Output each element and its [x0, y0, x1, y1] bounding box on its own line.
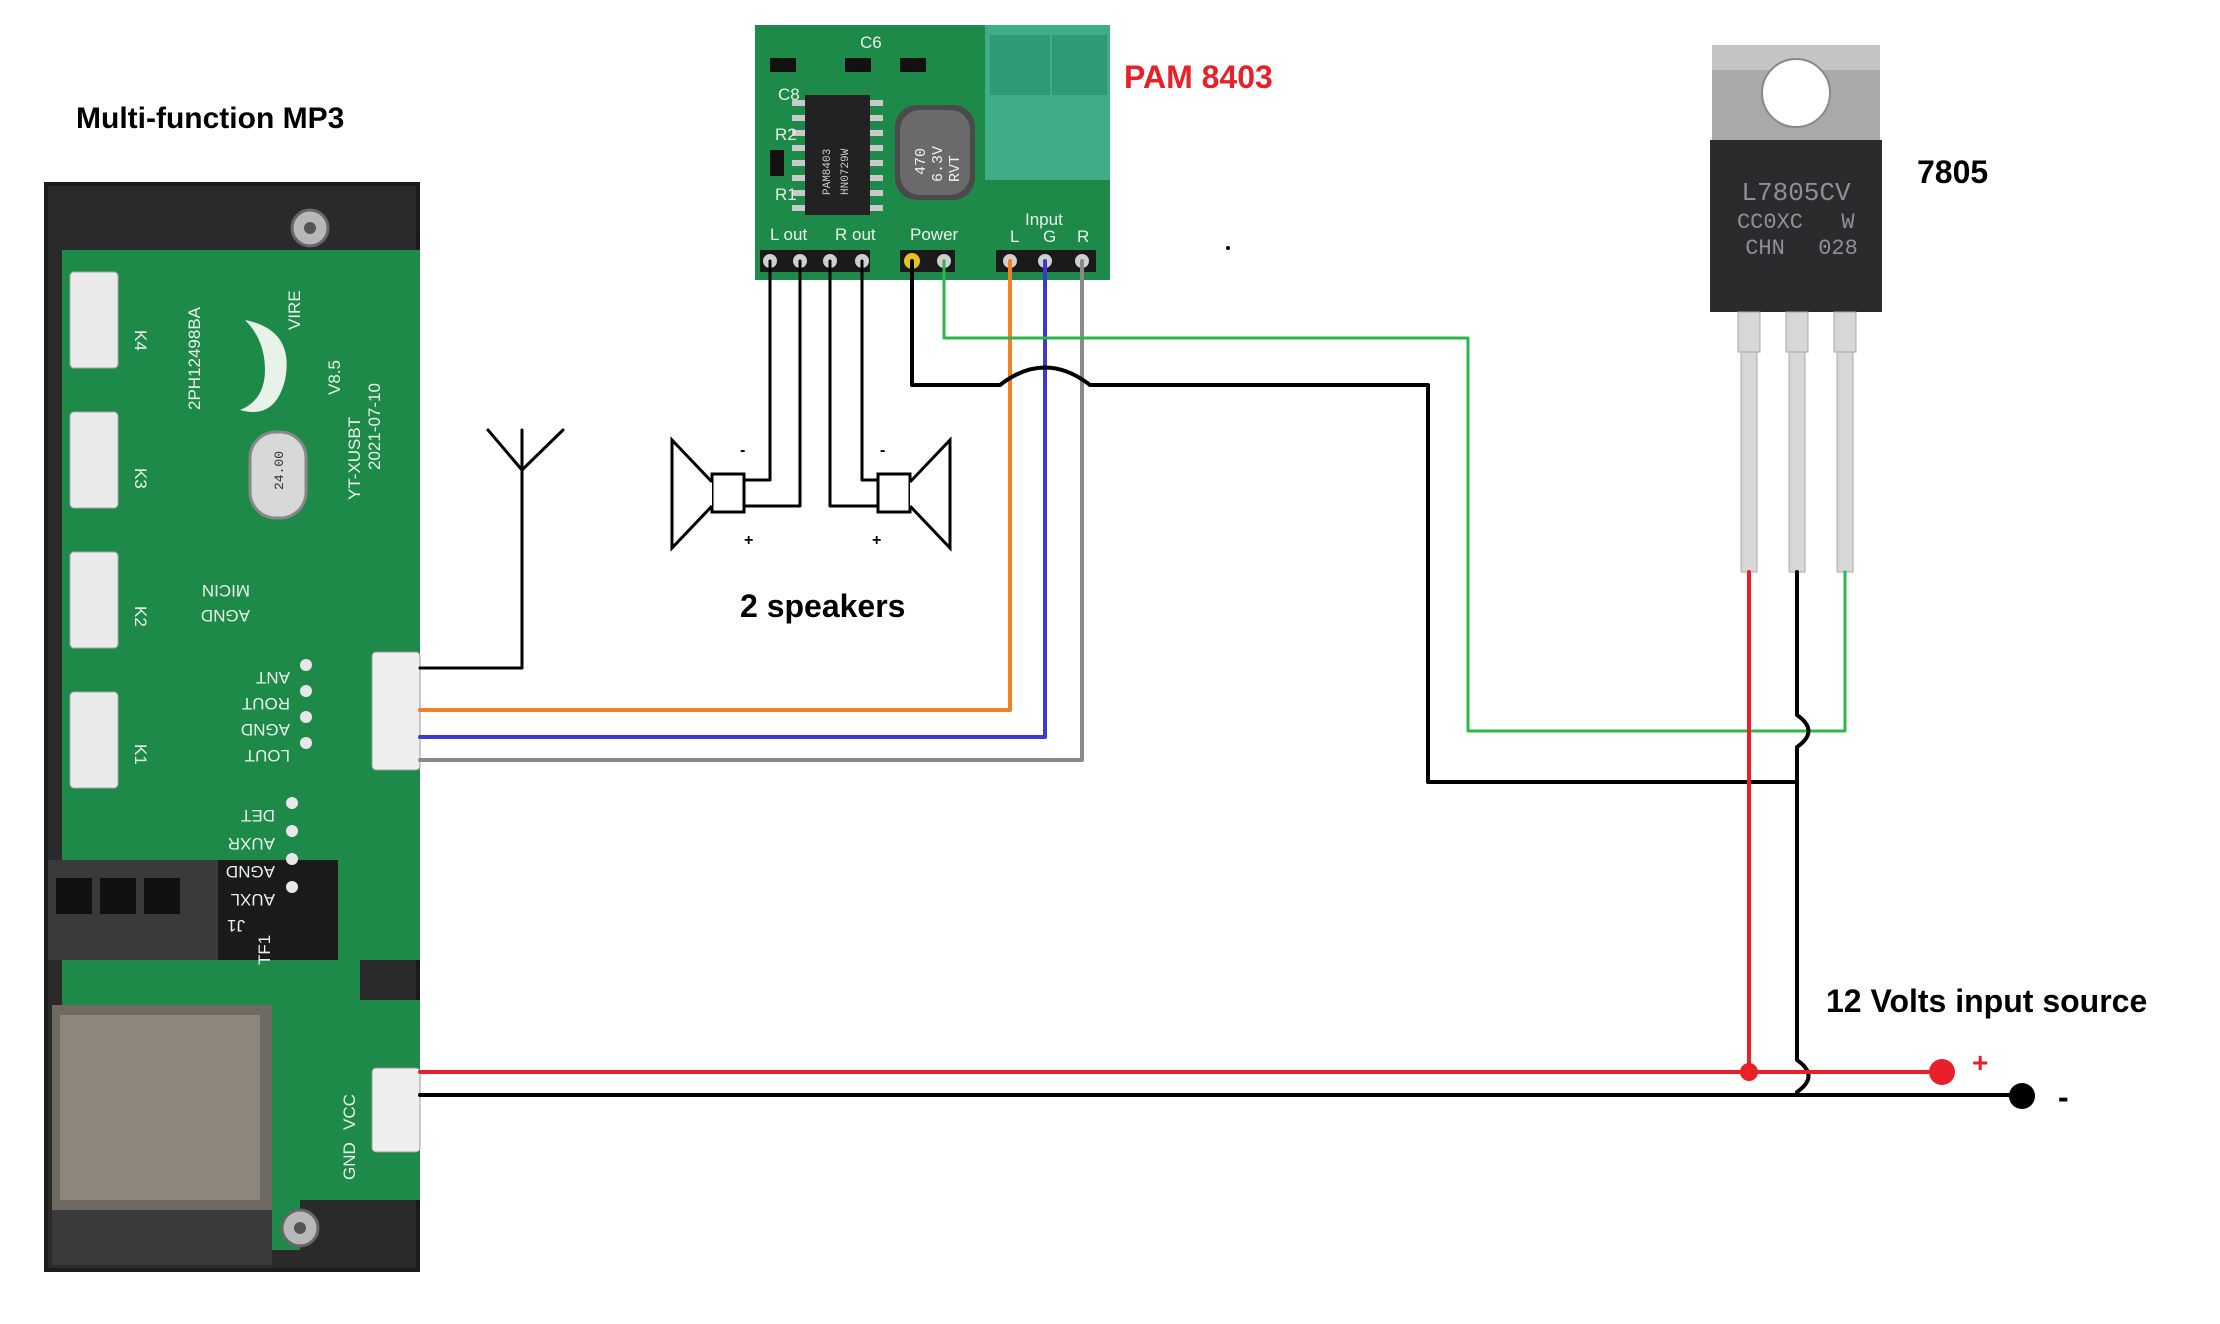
amp-pin-label-l: L	[1010, 227, 1019, 246]
regulator-marking-2: CC0XC	[1737, 210, 1803, 235]
amp-pin-label-input: Input	[1025, 210, 1063, 229]
pin-label-j1: J1	[227, 916, 245, 935]
cap-marking-series: RVT	[947, 155, 964, 182]
amp-pin-label-rout: R out	[835, 225, 876, 244]
connector-k4: K4	[69, 271, 150, 369]
board-date-marking: 2021-07-10	[365, 383, 384, 470]
wire-amp-5v-green	[942, 259, 1847, 733]
resistor-label-r2: R2	[775, 125, 797, 144]
ic-marking-2: HN0729W	[840, 148, 852, 195]
connector-k1: K1	[69, 691, 150, 789]
pin-label-agnd-aux: AGND	[226, 862, 275, 881]
board-version-marking: V8.5	[325, 360, 344, 395]
terminal-negative	[2009, 1083, 2035, 1109]
left-speaker: - +	[670, 436, 753, 552]
pin-label-agnd-audio: AGND	[241, 720, 290, 739]
board-brand-marking: VIRE	[285, 290, 304, 330]
regulator-title: 7805	[1917, 154, 1988, 190]
pin-label-agnd: AGND	[201, 606, 250, 625]
connector-label: K4	[131, 330, 150, 351]
pin-label-auxr: AUXR	[228, 834, 275, 853]
positive-sign: +	[1972, 1047, 1988, 1078]
connector-k2: K2	[69, 551, 150, 649]
wire-rout-orange	[418, 259, 1012, 712]
antenna-icon	[486, 428, 565, 472]
amp-pin-label-lout: L out	[770, 225, 807, 244]
power-header-connector	[371, 1067, 421, 1153]
pin-label-tf1: TF1	[255, 935, 274, 965]
resistor-label-c6: C6	[860, 33, 882, 52]
negative-sign: -	[2058, 1079, 2069, 1115]
right-speaker-plus-label: +	[872, 532, 881, 549]
voltage-regulator-7805: L7805CV CC0XC W CHN 028	[1710, 45, 1882, 573]
pin-label-micin: MICIN	[202, 581, 250, 600]
antenna-wire	[418, 468, 524, 670]
wires	[418, 259, 2035, 1109]
terminal-positive	[1929, 1059, 1955, 1085]
left-speaker-plus-label: +	[744, 532, 753, 549]
ic-marking: PAM8403	[822, 149, 834, 195]
wire-lout-gray	[418, 259, 1084, 762]
pin-label-vcc: VCC	[340, 1094, 359, 1130]
crystal-marking: 24.00	[272, 451, 287, 490]
power-source-label: 12 Volts input source	[1826, 983, 2147, 1019]
crystal-oscillator: 24.00	[248, 430, 308, 520]
connector-k3: K3	[69, 411, 150, 509]
board-code-marking: YT-XUSBT	[345, 417, 364, 500]
pin-label-auxl: AUXL	[231, 890, 275, 909]
pin-label-det: DET	[241, 806, 275, 825]
mp3-title: Multi-function MP3	[76, 102, 344, 135]
wire-left-speaker-plus	[740, 259, 802, 508]
capacitor: 470 6.3V RVT	[895, 105, 975, 200]
regulator-marking-3: W	[1841, 210, 1855, 235]
wire-agnd-blue	[418, 259, 1047, 739]
mp3-pads	[286, 659, 312, 893]
regulator-marking-1: L7805CV	[1741, 178, 1851, 208]
mp3-pin-labels: MICIN AGND ANT ROUT AGND LOUT DET AUXR A…	[201, 581, 359, 1180]
pin-label-lout: LOUT	[245, 746, 290, 765]
amp-title: PAM 8403	[1124, 59, 1273, 95]
regulator-marking-4: CHN	[1745, 236, 1785, 261]
junction-positive	[1740, 1063, 1758, 1081]
audio-header-connector	[371, 651, 421, 771]
wire-left-speaker-minus	[740, 259, 772, 482]
pin-label-ant: ANT	[256, 668, 290, 687]
amp-pin-label-g: G	[1043, 227, 1056, 246]
board-model-marking: 2PH12498BA	[185, 306, 204, 410]
wire-right-speaker-plus	[828, 259, 880, 508]
cap-marking-voltage: 6.3V	[930, 146, 947, 182]
amp-board: PAM8403 HN0729W 470 6.3V RVT C8 C6 R2	[755, 25, 1110, 280]
cap-marking-value: 470	[913, 148, 930, 175]
amp-pin-label-power: Power	[910, 225, 959, 244]
resistor-label-c8: C8	[778, 85, 800, 104]
wire-amp-ground	[910, 259, 1798, 784]
regulator-marking-5: 028	[1818, 236, 1858, 261]
stray-dot	[1226, 246, 1230, 250]
right-speaker-minus-label: -	[880, 442, 885, 459]
board-logo: 2PH12498BA VIRE V8.5 YT-XUSBT 2021-07-10	[185, 290, 384, 500]
connector-label: K1	[131, 744, 150, 765]
wire-regulator-ground	[1795, 570, 1811, 1094]
mp3-board: K4 K3 K2 K1 2PH12498BA VIRE V8.5 YT-XUSB…	[44, 182, 421, 1272]
wire-right-speaker-minus	[860, 259, 880, 482]
left-speaker-minus-label: -	[740, 442, 745, 459]
speakers-caption: 2 speakers	[740, 588, 905, 624]
amp-pin-header	[760, 250, 1096, 272]
connector-label: K2	[131, 606, 150, 627]
right-speaker: - +	[872, 436, 952, 552]
pin-label-gnd: GND	[340, 1142, 359, 1180]
amp-pin-label-r: R	[1077, 227, 1089, 246]
resistor-label-r1: R1	[775, 185, 797, 204]
pin-label-rout: ROUT	[242, 694, 290, 713]
connector-label: K3	[131, 468, 150, 489]
